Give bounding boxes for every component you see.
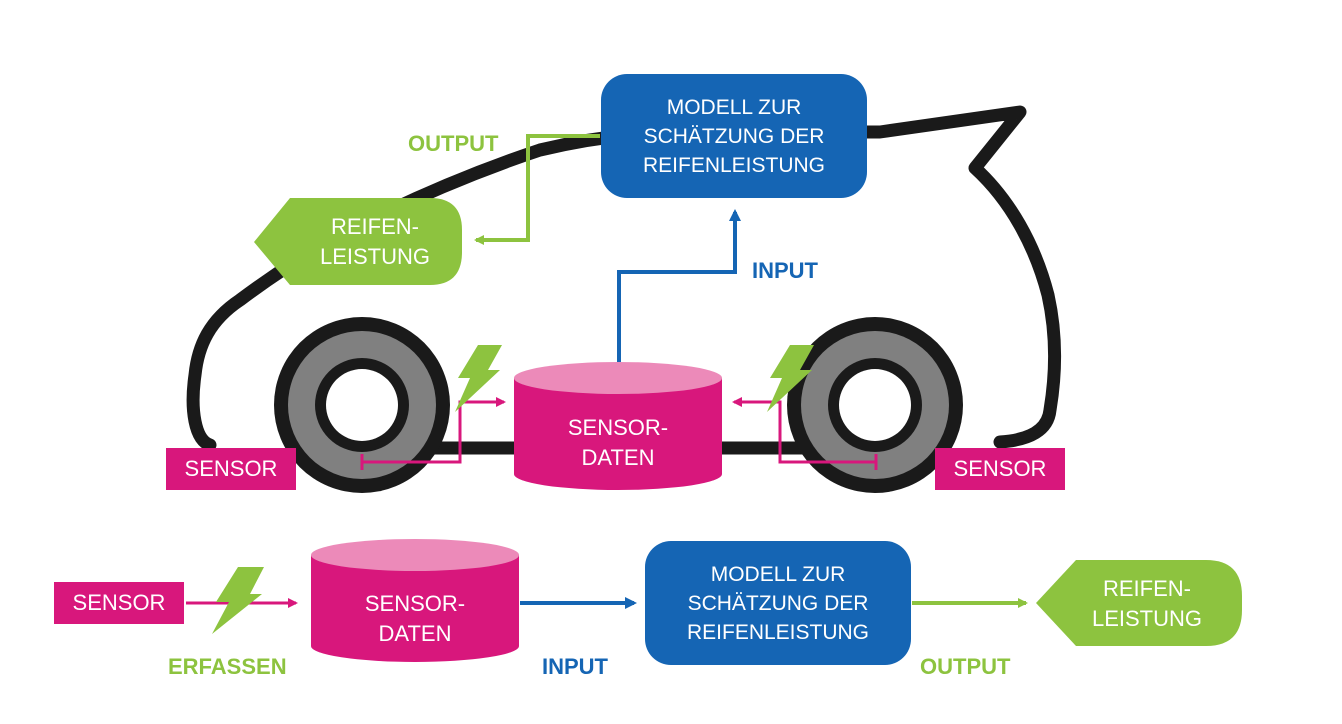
left-sensor-connector: [362, 397, 506, 464]
lightning-icon-bottom: [212, 567, 264, 634]
top-sensordaten-cylinder: [514, 362, 722, 490]
top-sensor-right: SENSOR: [935, 448, 1065, 490]
top-model-line-1: MODELL ZUR: [666, 95, 802, 119]
top-reifen-line-2: LEISTUNG: [319, 244, 431, 269]
right-sensor-connector: [732, 397, 876, 464]
right-wheel: [787, 317, 963, 493]
bottom-sensordaten-line-1: SENSOR-: [364, 591, 466, 616]
bottom-output-label: OUTPUT: [920, 654, 1011, 679]
bottom-sensordaten-text: SENSOR- DATEN: [331, 589, 499, 649]
bottom-input-label: INPUT: [542, 654, 608, 679]
top-sensor-left: SENSOR: [166, 448, 296, 490]
bottom-model-line-3: REIFENLEISTUNG: [686, 620, 870, 644]
bottom-reifen-shape: [1036, 560, 1242, 646]
top-model-box: MODELL ZUR SCHÄTZUNG DER REIFENLEISTUNG: [601, 74, 867, 198]
bottom-model-line-1: MODELL ZUR: [710, 562, 846, 586]
bottom-sensordaten-line-2: DATEN: [378, 621, 452, 646]
bottom-reifen-line-1: REIFEN-: [1103, 576, 1191, 601]
bottom-model-line-2: SCHÄTZUNG DER: [687, 591, 869, 615]
bottom-erfassen-label: ERFASSEN: [168, 654, 287, 679]
top-sensordaten-text: SENSOR- DATEN: [534, 413, 702, 473]
top-output-label: OUTPUT: [408, 131, 499, 156]
bottom-reifen-text: REIFEN- LEISTUNG: [1072, 574, 1222, 634]
left-wheel: [274, 317, 450, 493]
top-model-line-3: REIFENLEISTUNG: [642, 153, 826, 177]
top-sensordaten-line-1: SENSOR-: [567, 415, 669, 440]
bottom-reifen-line-2: LEISTUNG: [1091, 606, 1203, 631]
top-input-connector: [617, 209, 741, 362]
bottom-sensordaten-cylinder: [311, 539, 519, 662]
top-reifen-line-1: REIFEN-: [331, 214, 419, 239]
bottom-model-box: MODELL ZUR SCHÄTZUNG DER REIFENLEISTUNG: [645, 541, 911, 665]
top-output-connector: [474, 134, 600, 245]
car-outline: [186, 105, 1062, 452]
top-reifen-shape: [254, 198, 462, 285]
top-model-line-2: SCHÄTZUNG DER: [643, 124, 825, 148]
top-reifen-text: REIFEN- LEISTUNG: [300, 212, 450, 272]
top-input-label: INPUT: [752, 258, 818, 283]
lightning-icon-left: [455, 345, 502, 412]
top-sensordaten-line-2: DATEN: [581, 445, 655, 470]
lightning-icon-right: [767, 345, 814, 412]
bottom-sensor: SENSOR: [54, 582, 184, 624]
